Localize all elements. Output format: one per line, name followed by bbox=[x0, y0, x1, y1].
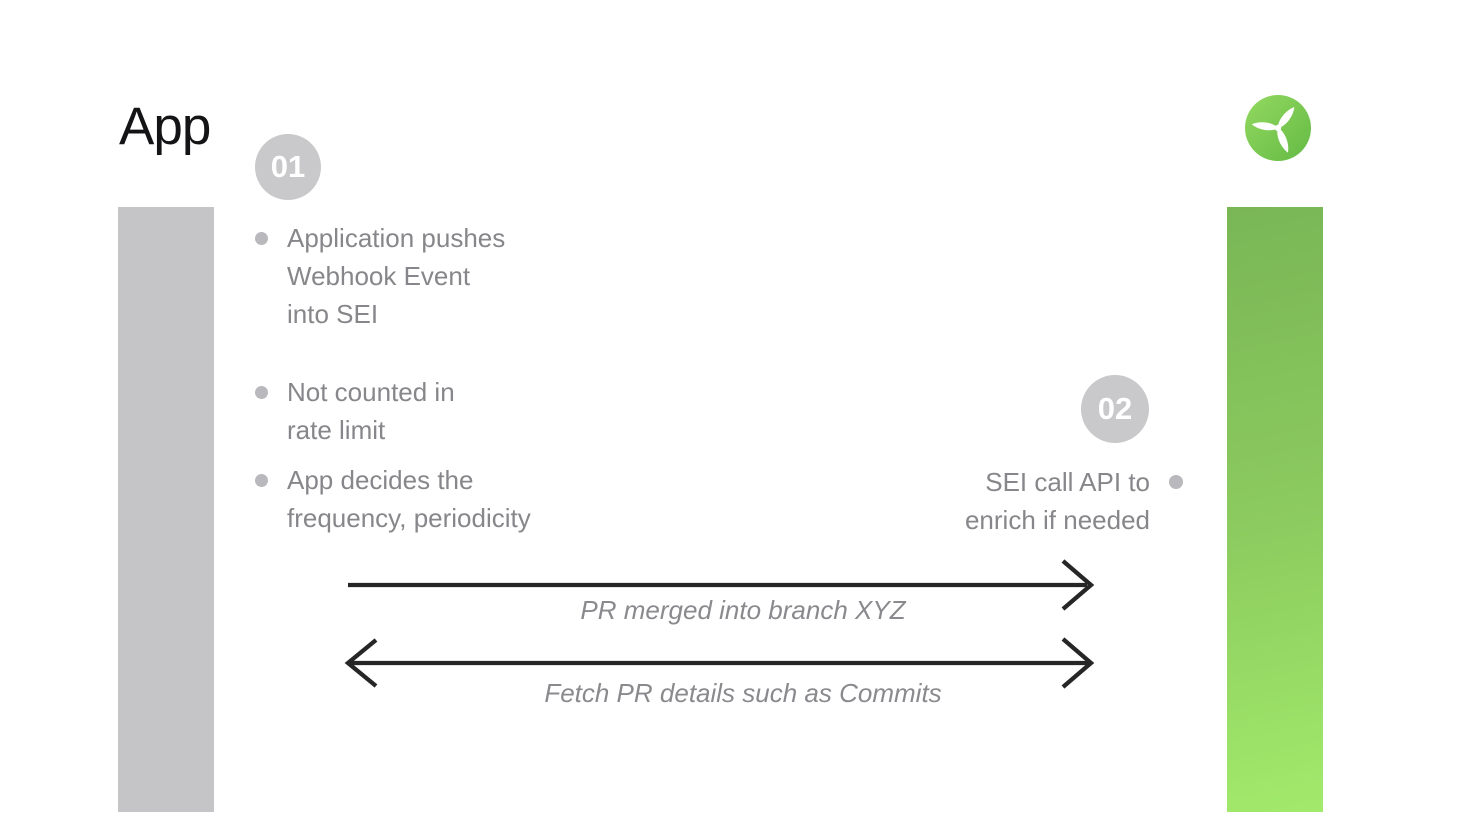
sei-lane-bar bbox=[1227, 207, 1323, 812]
bullet-icon bbox=[255, 386, 268, 399]
step-badge-1: 01 bbox=[255, 134, 321, 200]
app-note-frequency: App decides the frequency, periodicity bbox=[255, 461, 531, 537]
app-note-text: Not counted in rate limit bbox=[287, 377, 455, 445]
app-note-text: App decides the frequency, periodicity bbox=[287, 465, 531, 533]
app-note-webhook: Application pushes Webhook Event into SE… bbox=[255, 219, 505, 333]
arrow-label-fetch-pr: Fetch PR details such as Commits bbox=[544, 678, 942, 708]
arrow-label-pr-merged: PR merged into branch XYZ bbox=[580, 595, 906, 625]
step-number: 01 bbox=[270, 149, 306, 184]
step-number: 02 bbox=[1097, 391, 1133, 426]
step-badge-2: 02 bbox=[1081, 375, 1149, 443]
propelo-logo bbox=[1245, 95, 1311, 161]
app-lane-bar bbox=[118, 207, 214, 812]
sei-note-enrich: SEI call API to enrich if needed bbox=[964, 467, 1150, 535]
page-title: App bbox=[119, 97, 211, 156]
bullet-icon bbox=[255, 232, 268, 245]
app-note-rate-limit: Not counted in rate limit bbox=[255, 373, 455, 449]
app-note-text: Application pushes Webhook Event into SE… bbox=[287, 223, 506, 329]
propeller-icon bbox=[1251, 107, 1295, 153]
bullet-icon bbox=[255, 474, 268, 487]
bullet-icon bbox=[1169, 475, 1183, 489]
